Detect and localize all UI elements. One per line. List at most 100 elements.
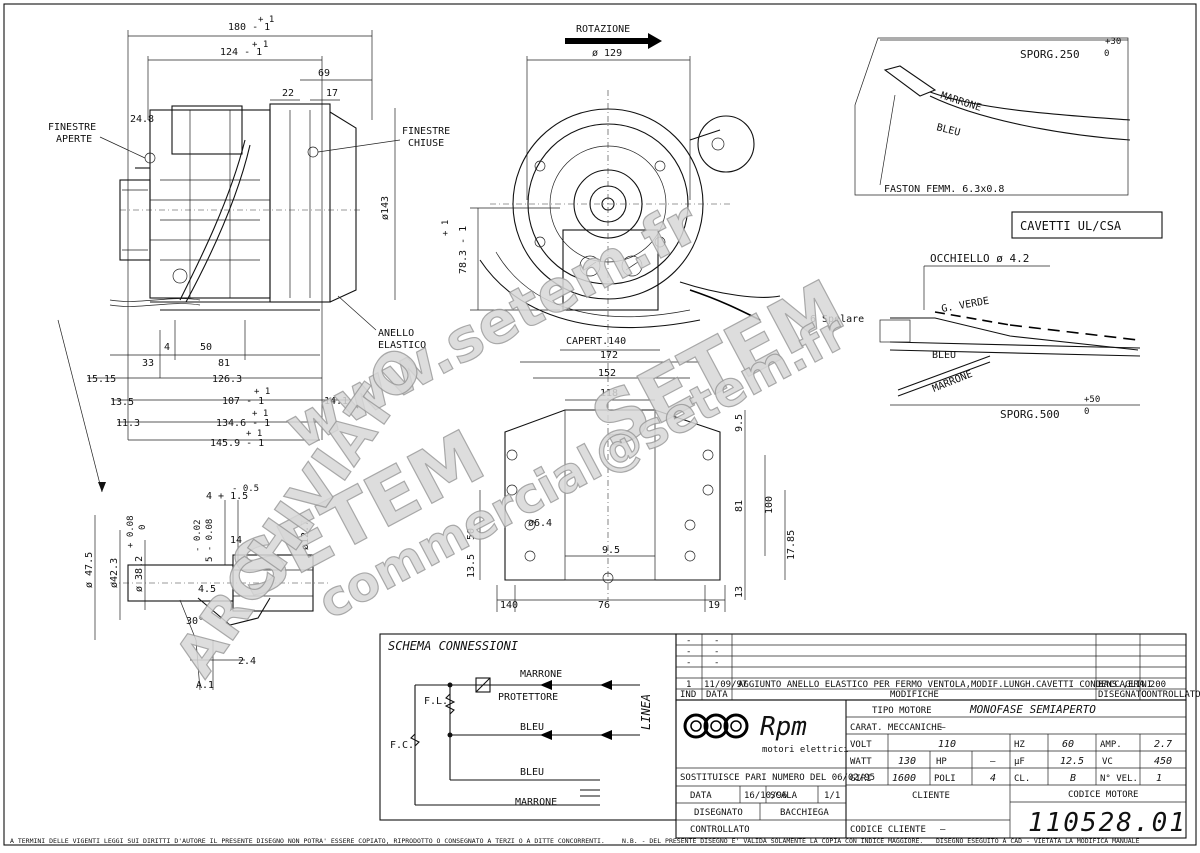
hz-label: HZ — [1014, 740, 1025, 750]
sporg-500-tol-bottom: 0 — [1084, 407, 1089, 417]
dim-capert140: CAPERT.140 — [566, 336, 626, 347]
rev-head-mod: MODIFICHE — [890, 690, 939, 700]
tipo-value: MONOFASE SEMIAPERTO — [969, 703, 1096, 716]
cavetti-label: CAVETTI UL/CSA — [1020, 219, 1122, 233]
dim-69: 69 — [318, 68, 330, 79]
dim-124: 124 - 1 — [220, 47, 262, 58]
amp-label: AMP. — [1100, 740, 1122, 750]
dim-17-85: 17.85 — [786, 530, 797, 560]
logo-main: Rpm — [760, 712, 807, 742]
dim-tol-0: 0 — [138, 525, 148, 530]
scala-label: SCALA — [770, 791, 798, 801]
dim-124-tol: + 1 — [252, 40, 268, 50]
footer-note: N.B. - DEL PRESENTE DISEGNO E' VALIDA SO… — [622, 837, 923, 845]
volt-value: 110 — [938, 739, 956, 750]
sporg-250: SPORG.250 — [1020, 48, 1080, 61]
dim-19: 19 — [708, 600, 720, 611]
dim-phi42-3: ø42.3 — [109, 558, 120, 588]
dim-4-tol: 4 + 1.5 — [206, 491, 248, 502]
uf-value: 12.5 — [1060, 756, 1084, 767]
dim-50-base: 50 — [466, 528, 477, 540]
schema-marrone-2: MARRONE — [515, 797, 557, 808]
cl-value: B — [1070, 773, 1076, 784]
dim-13-5: 13.5 — [110, 397, 134, 408]
dim-11-3: 11.3 — [116, 418, 140, 429]
watt-label: WATT — [850, 757, 872, 767]
codice-cliente-label: CODICE CLIENTE — [850, 825, 926, 835]
label-anello-2: ELASTICO — [378, 340, 426, 351]
faston-label: FASTON FEMM. 6.3x0.8 — [884, 184, 1004, 195]
nvel-label: N° VEL. — [1100, 774, 1138, 784]
side-view: 180 - 1 + 1 124 - 1 + 1 69 22 17 24.8 ø1… — [48, 15, 450, 493]
sporg-500: SPORG.500 — [1000, 408, 1060, 421]
wire-marrone-bottom: MARRONE — [931, 369, 974, 395]
amp-value: 2.7 — [1154, 739, 1172, 750]
dim-78-3: 78.3 - 1 — [458, 226, 469, 274]
dim-13-5-base: 13.5 — [466, 554, 477, 578]
hp-label: HP — [936, 757, 947, 767]
schema-marrone-1: MARRONE — [520, 669, 562, 680]
cavetti-box — [1011, 211, 1163, 239]
dim-15-15: 15.15 — [86, 374, 116, 385]
watermark-layer: www.setem.fr SETEM SETEM commercial@sete… — [163, 187, 858, 688]
data-label: DATA — [690, 791, 712, 801]
dim-tol-002: - 0.02 — [193, 519, 203, 552]
dim-2-4: 2.4 — [238, 656, 256, 667]
data-value: 16/10/96 — [744, 791, 787, 801]
sporg-250-tol-top: +30 — [1105, 37, 1121, 47]
label-anello-1: ANELLO — [378, 328, 414, 339]
codice-motore-value: 110528.01 — [1028, 808, 1187, 838]
volt-label: VOLT — [850, 740, 872, 750]
hz-value: 60 — [1062, 739, 1074, 750]
schema-fc: F.C. — [390, 740, 414, 751]
dim-107: 107 - 1 — [222, 396, 264, 407]
label-finestre-aperte-2: APERTE — [56, 134, 92, 145]
cl-label: CL. — [1014, 774, 1030, 784]
sporg-250-tol-bottom: 0 — [1104, 49, 1109, 59]
shaft-detail: ø 47.5 ø42.3 ø 38.2 + 0.08 0 - 0.5 4 + 1… — [84, 484, 330, 691]
cables-bottom: OCCHIELLO ø 4.2 6 Spelare G. VERDE BLEU … — [810, 252, 1141, 421]
schema-protettore: PROTETTORE — [498, 692, 558, 703]
dim-a1: A.1 — [196, 680, 214, 691]
dim-14-1: 14.1 — [324, 396, 348, 407]
rev-head-dis: DISEGNATO — [1098, 690, 1147, 700]
front-view: ROTAZIONE ø 129 78.3 - 1 + 1 — [441, 24, 781, 600]
rotation-arrow-icon — [565, 33, 662, 49]
rev-row-data: 11/09/97 — [704, 680, 747, 690]
dim-140: 76 — [598, 600, 610, 611]
dim-81-base: 81 — [734, 500, 745, 512]
carat-value: — — [940, 723, 946, 733]
dim-9-5-bottom: 13 — [734, 586, 745, 598]
giri-label: GIRI — [850, 774, 872, 784]
dim-phi143: ø143 — [380, 196, 391, 220]
rev-row-ind: 1 — [686, 680, 691, 690]
sporg-500-tol-top: +50 — [1084, 395, 1100, 405]
watt-value: 130 — [898, 756, 916, 767]
dim-22: 22 — [282, 88, 294, 99]
dim-4-5: 4.5 — [198, 584, 216, 595]
base-view: CAPERT.140 172 152 118 ø6.4 9.5 9.5 81 1… — [466, 336, 797, 612]
sheet-border — [3, 3, 1197, 846]
dim-4: 4 — [164, 342, 170, 353]
schema-title: SCHEMA CONNESSIONI — [388, 639, 518, 653]
poli-value: 4 — [990, 773, 996, 784]
rev-head-contr: CONTROLLATO — [1141, 690, 1200, 700]
vc-label: VC — [1102, 757, 1113, 767]
dim-17: 17 — [326, 88, 338, 99]
dim-76: 9.5 — [602, 545, 620, 556]
dim-tol-05: - 0.5 — [232, 484, 259, 494]
rev-blank-5: - — [686, 658, 691, 668]
wire-marrone-top: MARRONE — [939, 90, 982, 113]
cliente-label: CLIENTE — [912, 791, 950, 801]
rev-blank-1: - — [686, 636, 691, 646]
wire-bleu-top: BLEU — [935, 122, 961, 139]
rev-blank-6: - — [714, 658, 719, 668]
dim-81-side: 81 — [218, 358, 230, 369]
rev-blank-2: - — [714, 636, 719, 646]
codice-cliente-value: — — [940, 825, 946, 835]
schema-fl: F.L. — [424, 696, 448, 707]
dim-172: 172 — [600, 350, 618, 361]
scala-value: 1/1 — [824, 791, 840, 801]
label-finestre-aperte-1: FINESTRE — [48, 122, 96, 133]
